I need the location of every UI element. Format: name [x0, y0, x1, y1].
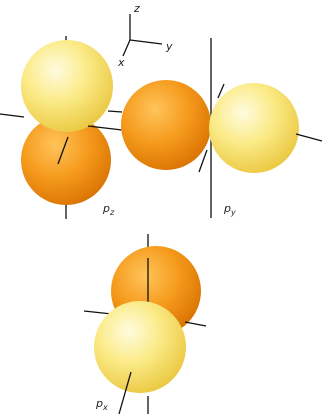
px-y-axis-left [83, 310, 113, 315]
x-axis-arrow [122, 39, 131, 57]
pz-horizontal-axis-right [87, 125, 123, 131]
py-x-axis-upper [217, 83, 225, 99]
pz-horizontal-axis-left [0, 113, 25, 118]
py-x-axis-lower [198, 149, 208, 173]
px-orbital: px [83, 234, 207, 415]
py-y-axis-right [295, 133, 323, 142]
z-axis-label: z [133, 2, 140, 15]
px-front-lobe [94, 301, 186, 393]
px-label: px [95, 397, 108, 412]
pz-label: pz [102, 202, 115, 217]
pz-x-axis-through-lower [57, 136, 69, 165]
pz-upper-lobe [21, 40, 113, 132]
px-y-axis-right [184, 321, 207, 327]
pz-lower-lobe [21, 115, 111, 205]
py-y-axis-left [107, 110, 123, 113]
py-negative-lobe [121, 80, 211, 170]
axis-legend: z y x [117, 2, 173, 69]
y-axis-label: y [165, 40, 173, 53]
pz-orbital: pz [0, 36, 123, 219]
py-label: py [223, 202, 236, 217]
x-axis-label: x [117, 56, 125, 69]
py-orbital: py [107, 38, 323, 218]
y-axis-arrow [129, 39, 163, 45]
py-positive-lobe [209, 83, 299, 173]
px-x-axis-front [118, 371, 132, 415]
